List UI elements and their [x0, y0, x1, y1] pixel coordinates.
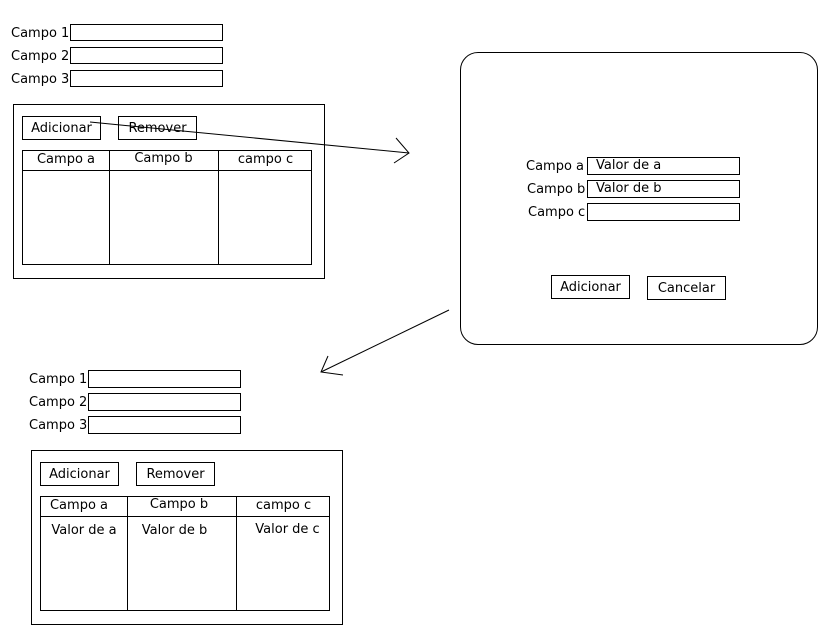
- top-table-col-divider-2: [218, 151, 219, 264]
- bottom-field-3-label: Campo 3: [29, 418, 88, 433]
- bottom-table-cell-c: Valor de c: [255, 522, 320, 537]
- top-field-2-input[interactable]: [70, 47, 223, 64]
- bottom-field-1-label: Campo 1: [29, 372, 88, 387]
- bottom-field-1-input[interactable]: [88, 370, 241, 388]
- bottom-table: Campo a Campo b campo c Valor de a Valor…: [40, 496, 330, 611]
- bottom-table-header-campo-c[interactable]: campo c: [255, 498, 312, 513]
- bottom-table-cell-b: Valor de b: [141, 523, 208, 538]
- dialog-field-a-label: Campo a: [526, 159, 585, 174]
- bottom-table-header-campo-b[interactable]: Campo b: [149, 497, 209, 512]
- top-field-3-label: Campo 3: [11, 72, 70, 87]
- top-table-header-campo-b[interactable]: Campo b: [134, 151, 193, 166]
- dialog-add-button[interactable]: Adicionar: [551, 275, 630, 299]
- top-table-header-campo-c[interactable]: campo c: [237, 152, 294, 167]
- top-add-button[interactable]: Adicionar: [22, 116, 101, 140]
- add-row-dialog: [460, 52, 818, 345]
- dialog-field-b-label: Campo b: [527, 182, 586, 197]
- top-table-col-divider-1: [109, 151, 110, 264]
- bottom-table-col-divider-1: [127, 497, 128, 610]
- bottom-remove-button[interactable]: Remover: [136, 462, 215, 486]
- bottom-table-col-divider-2: [236, 497, 237, 610]
- dialog-field-a-input[interactable]: Valor de a: [587, 157, 740, 175]
- bottom-field-2-label: Campo 2: [29, 395, 88, 410]
- dialog-field-b-input[interactable]: Valor de b: [587, 180, 740, 198]
- top-remove-button[interactable]: Remover: [118, 116, 197, 140]
- top-field-3-input[interactable]: [70, 70, 223, 87]
- bottom-table-header-divider: [41, 516, 329, 517]
- bottom-grid-panel: [31, 450, 343, 625]
- bottom-table-cell-a: Valor de a: [51, 523, 117, 538]
- arrow-to-dialog-icon: [89, 121, 410, 164]
- bottom-field-3-input[interactable]: [88, 416, 241, 434]
- top-field-2-label: Campo 2: [11, 49, 70, 64]
- arrow-to-result-icon: [320, 309, 450, 376]
- top-table-header-divider: [23, 170, 311, 171]
- bottom-field-2-input[interactable]: [88, 393, 241, 411]
- top-grid-panel: [13, 104, 325, 279]
- top-field-1-label: Campo 1: [11, 26, 70, 41]
- dialog-field-c-label: Campo c: [528, 205, 586, 220]
- dialog-cancel-button[interactable]: Cancelar: [647, 276, 726, 300]
- dialog-field-c-input[interactable]: [587, 203, 740, 221]
- top-table: Campo a Campo b campo c: [22, 150, 312, 265]
- bottom-table-header-campo-a[interactable]: Campo a: [49, 498, 108, 513]
- top-field-1-input[interactable]: [70, 24, 223, 41]
- top-table-header-campo-a[interactable]: Campo a: [36, 152, 95, 167]
- bottom-add-button[interactable]: Adicionar: [40, 462, 119, 486]
